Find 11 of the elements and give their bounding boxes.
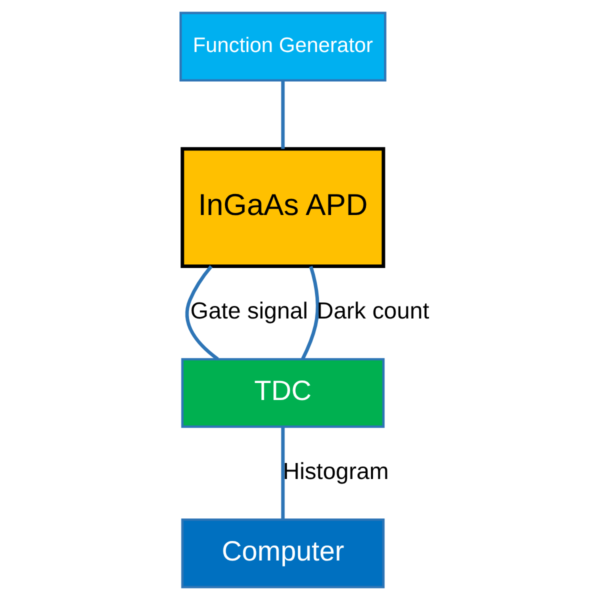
edge-label: Histogram xyxy=(282,458,389,484)
node-box: TDC xyxy=(181,358,385,428)
edge-label: Dark count xyxy=(316,298,430,324)
connector xyxy=(281,80,285,149)
node-box: InGaAs APD xyxy=(180,147,386,268)
node-box: Function Generator xyxy=(179,12,386,82)
node-box: Computer xyxy=(181,518,385,588)
connector xyxy=(301,266,320,360)
connector xyxy=(281,426,285,520)
edge-label: Gate signal xyxy=(190,298,308,324)
connector xyxy=(185,265,219,361)
